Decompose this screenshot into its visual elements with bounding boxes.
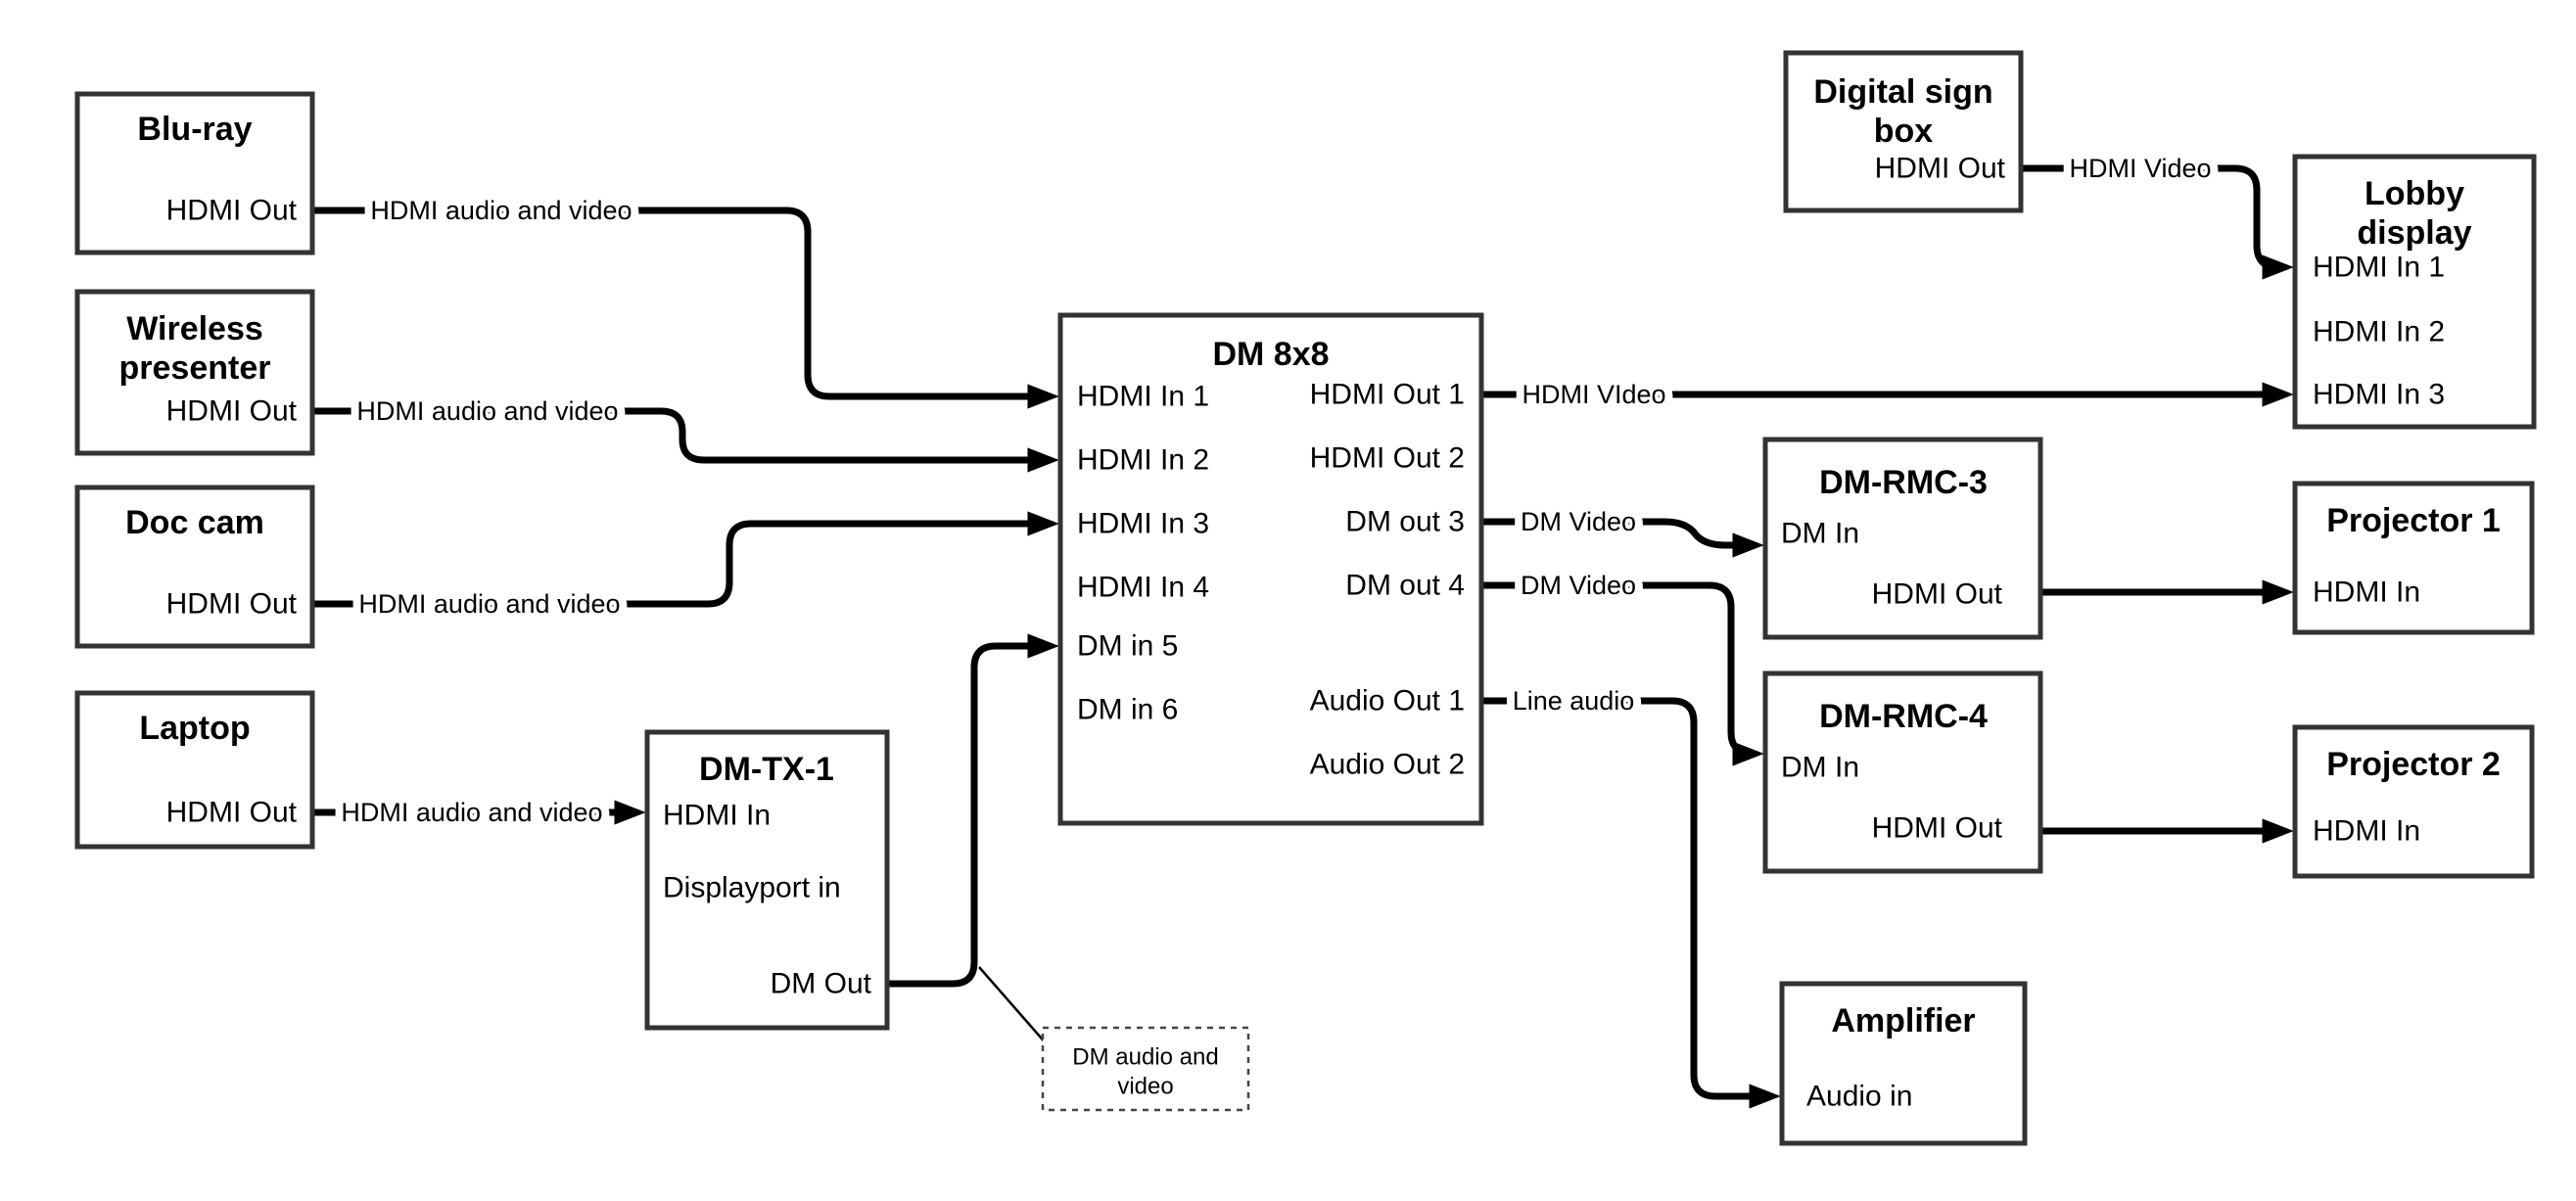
node-laptop: Laptop HDMI Out xyxy=(74,690,315,850)
dm-8x8-port-dm-out-4: DM out 4 xyxy=(1345,570,1465,602)
wire-wireless-to-dm8x8-in2 xyxy=(312,407,1059,473)
projector-1-title: Projector 1 xyxy=(2326,502,2501,539)
laptop-title: Laptop xyxy=(139,710,250,747)
projector-2-port-hdmi-in: HDMI In xyxy=(2313,815,2420,848)
laptop-box xyxy=(74,690,315,850)
dm-8x8-port-hdmi-in-3: HDMI In 3 xyxy=(1077,508,1209,540)
wireless-presenter-port-hdmi-out: HDMI Out xyxy=(166,395,298,428)
node-projector-1: Projector 1 HDMI In xyxy=(2292,481,2535,635)
node-wireless-presenter: Wireless presenter HDMI Out xyxy=(74,289,315,456)
laptop-port-hdmi-out: HDMI Out xyxy=(166,797,298,829)
wireless-presenter-box xyxy=(74,289,315,456)
wire-dm8x8-dmout4-to-rmc4-dmin xyxy=(1481,581,1764,766)
amplifier-box xyxy=(1779,981,2028,1146)
wire-label-bluray: HDMI audio and video xyxy=(370,196,632,225)
wires xyxy=(312,164,2294,1109)
dm-8x8-port-dm-out-3: DM out 3 xyxy=(1345,506,1465,538)
bluray-port-hdmi-out: HDMI Out xyxy=(166,195,298,227)
dm-tx-1-port-dm-out: DM Out xyxy=(771,968,872,1000)
dm-tx-1-title: DM-TX-1 xyxy=(699,751,834,788)
dm-8x8-box xyxy=(1057,312,1484,826)
dm-rmc-3-title: DM-RMC-3 xyxy=(1819,464,1988,501)
wire-doccam-to-dm8x8-in3 xyxy=(312,511,1059,608)
bluray-title: Blu-ray xyxy=(137,111,252,148)
wire-label-hdmi-video-out1: HDMI VIdeo xyxy=(1522,380,1665,409)
note-box xyxy=(1041,1026,1250,1112)
dm-rmc-3-port-hdmi-out: HDMI Out xyxy=(1872,578,2003,611)
doc-cam-port-hdmi-out: HDMI Out xyxy=(166,588,298,621)
node-lobby-display: Lobby display HDMI In 1 HDMI In 2 HDMI I… xyxy=(2292,154,2537,430)
projector-1-box xyxy=(2292,481,2535,635)
dm-rmc-3-box xyxy=(1762,437,2043,640)
doc-cam-title: Doc cam xyxy=(125,504,264,541)
wire-signbox-to-lobby-in1 xyxy=(2021,164,2294,280)
wireless-presenter-title-line1: Wireless xyxy=(126,310,263,347)
wire-label-dm-video-out4: DM Video xyxy=(1521,571,1636,600)
note-leader-line xyxy=(978,966,1049,1046)
dm-8x8-port-dm-in-6: DM in 6 xyxy=(1077,694,1178,726)
wire-label-laptop: HDMI audio and video xyxy=(341,798,602,827)
note-text-line2: video xyxy=(1117,1074,1173,1100)
bluray-box xyxy=(74,91,315,255)
digital-sign-port-hdmi-out: HDMI Out xyxy=(1875,153,2006,185)
dm-rmc-4-title: DM-RMC-4 xyxy=(1819,698,1988,735)
dm-rmc-3-port-dm-in: DM In xyxy=(1781,518,1859,550)
amplifier-title: Amplifier xyxy=(1831,1002,1975,1039)
wire-label-wireless: HDMI audio and video xyxy=(356,396,618,426)
dm-8x8-title: DM 8x8 xyxy=(1212,336,1329,373)
wire-dmtx1-dmout-to-dm8x8-in5 xyxy=(887,633,1059,988)
dm-rmc-4-port-dm-in: DM In xyxy=(1781,752,1859,784)
dm-tx-1-port-hdmi-in: HDMI In xyxy=(663,800,771,832)
lobby-display-port-hdmi-in-1: HDMI In 1 xyxy=(2313,252,2445,284)
lobby-display-box xyxy=(2292,154,2537,430)
node-digital-sign-box: Digital sign box HDMI Out xyxy=(1783,50,2024,213)
node-doc-cam: Doc cam HDMI Out xyxy=(74,485,315,649)
wire-bluray-to-dm8x8-in1 xyxy=(312,207,1059,409)
lobby-display-title-line2: display xyxy=(2357,214,2471,252)
lobby-display-title-line1: Lobby xyxy=(2365,175,2464,212)
wire-dm8x8-dmout3-to-rmc3-dmin xyxy=(1481,518,1764,558)
projector-2-title: Projector 2 xyxy=(2326,746,2501,783)
digital-sign-title-line1: Digital sign xyxy=(1813,73,1992,111)
node-bluray: Blu-ray HDMI Out xyxy=(74,91,315,255)
lobby-display-port-hdmi-in-3: HDMI In 3 xyxy=(2313,379,2445,411)
note-text-line1: DM audio and xyxy=(1072,1044,1218,1071)
dm-8x8-port-hdmi-in-4: HDMI In 4 xyxy=(1077,572,1209,604)
lobby-display-port-hdmi-in-2: HDMI In 2 xyxy=(2313,316,2445,348)
callout-dm-audio-and-video: DM audio and video xyxy=(978,966,1250,1112)
wire-label-hdmi-video-sign: HDMI Video xyxy=(2069,154,2211,183)
projector-2-box xyxy=(2292,724,2535,879)
dm-8x8-port-audio-out-1: Audio Out 1 xyxy=(1310,685,1465,717)
node-dm-tx-1: DM-TX-1 HDMI In Displayport in DM Out xyxy=(644,729,890,1031)
dm-tx-1-box xyxy=(644,729,890,1031)
digital-sign-title-line2: box xyxy=(1874,113,1934,150)
dm-tx-1-port-displayport-in: Displayport in xyxy=(663,872,841,904)
dm-8x8-port-hdmi-in-2: HDMI In 2 xyxy=(1077,444,1209,477)
dm-8x8-port-hdmi-in-1: HDMI In 1 xyxy=(1077,381,1209,413)
node-dm-8x8: DM 8x8 HDMI In 1 HDMI In 2 HDMI In 3 HDM… xyxy=(1057,312,1484,826)
wire-dm8x8-audioout1-to-amplifier xyxy=(1481,697,1781,1109)
doc-cam-box xyxy=(74,485,315,649)
wire-label-line-audio: Line audio xyxy=(1513,686,1635,716)
node-amplifier: Amplifier Audio in xyxy=(1779,981,2028,1146)
wire-label-dm-video-out3: DM Video xyxy=(1521,507,1636,536)
dm-rmc-4-box xyxy=(1762,670,2043,874)
amplifier-port-audio-in: Audio in xyxy=(1806,1081,1912,1113)
wireless-presenter-title-line2: presenter xyxy=(119,349,271,387)
dm-8x8-port-hdmi-out-2: HDMI Out 2 xyxy=(1310,442,1465,475)
digital-sign-box xyxy=(1783,50,2024,213)
dm-8x8-port-hdmi-out-1: HDMI Out 1 xyxy=(1310,379,1465,411)
wire-label-doccam: HDMI audio and video xyxy=(358,589,620,619)
dm-8x8-port-dm-in-5: DM in 5 xyxy=(1077,630,1178,663)
projector-1-port-hdmi-in: HDMI In xyxy=(2313,577,2420,609)
node-dm-rmc-4: DM-RMC-4 DM In HDMI Out xyxy=(1762,670,2043,874)
node-projector-2: Projector 2 HDMI In xyxy=(2292,724,2535,879)
dm-rmc-4-port-hdmi-out: HDMI Out xyxy=(1872,812,2003,845)
dm-8x8-port-audio-out-2: Audio Out 2 xyxy=(1310,749,1465,781)
node-dm-rmc-3: DM-RMC-3 DM In HDMI Out xyxy=(1762,437,2043,640)
